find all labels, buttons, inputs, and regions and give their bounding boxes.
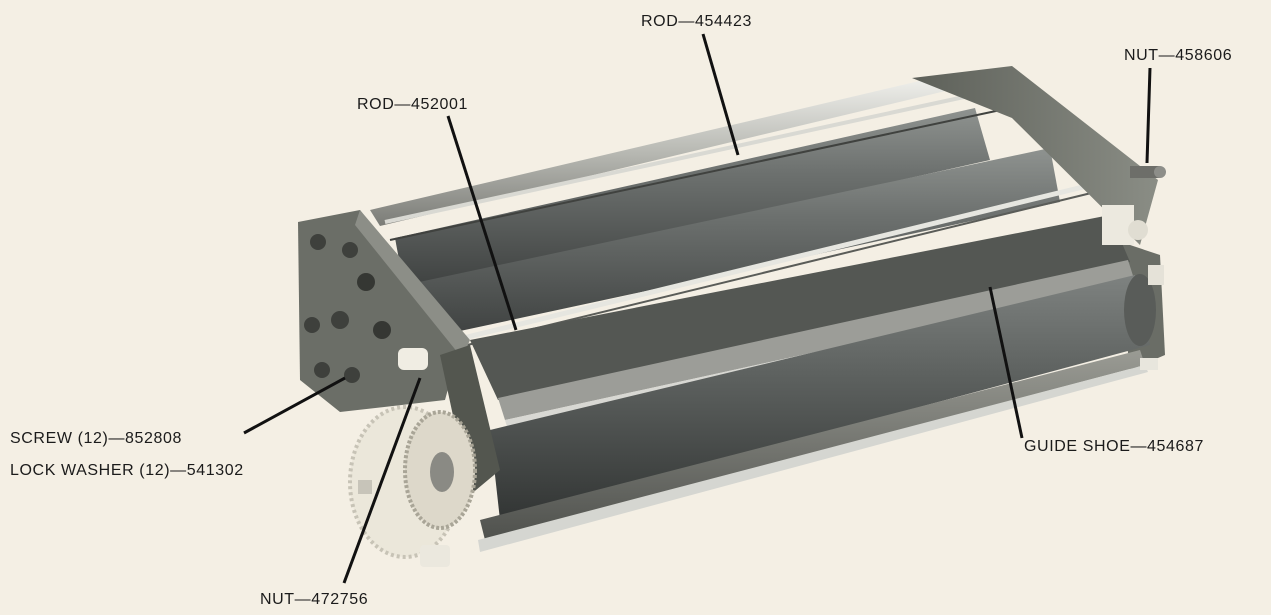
leader-nut-472756 xyxy=(342,377,422,584)
thin-rods xyxy=(384,84,1121,349)
label-lock-washer: LOCK WASHER (12)—541302 xyxy=(10,462,244,479)
screws xyxy=(304,234,391,383)
top-rod xyxy=(370,75,958,226)
bottom-rails xyxy=(478,350,1158,552)
front-roller xyxy=(490,274,1156,520)
label-rod-452001: ROD—452001 xyxy=(357,96,468,113)
right-bracket xyxy=(1102,205,1164,285)
leader-nut-458606 xyxy=(1145,67,1152,164)
leader-lines xyxy=(243,33,1152,584)
label-rod-454423: ROD—454423 xyxy=(641,13,752,30)
middle-roller xyxy=(405,148,1060,340)
gear-assembly xyxy=(348,348,477,567)
leader-rod-454423 xyxy=(701,33,740,156)
label-nut-458606: NUT—458606 xyxy=(1124,47,1233,64)
label-nut-472756: NUT—472756 xyxy=(260,591,369,608)
leader-screw xyxy=(243,376,346,435)
leader-rod-452001 xyxy=(446,115,518,331)
label-guide-shoe: GUIDE SHOE—454687 xyxy=(1024,438,1205,455)
leader-guide-shoe xyxy=(988,286,1024,439)
upper-roller xyxy=(395,108,990,292)
label-screw: SCREW (12)—852808 xyxy=(10,430,183,447)
